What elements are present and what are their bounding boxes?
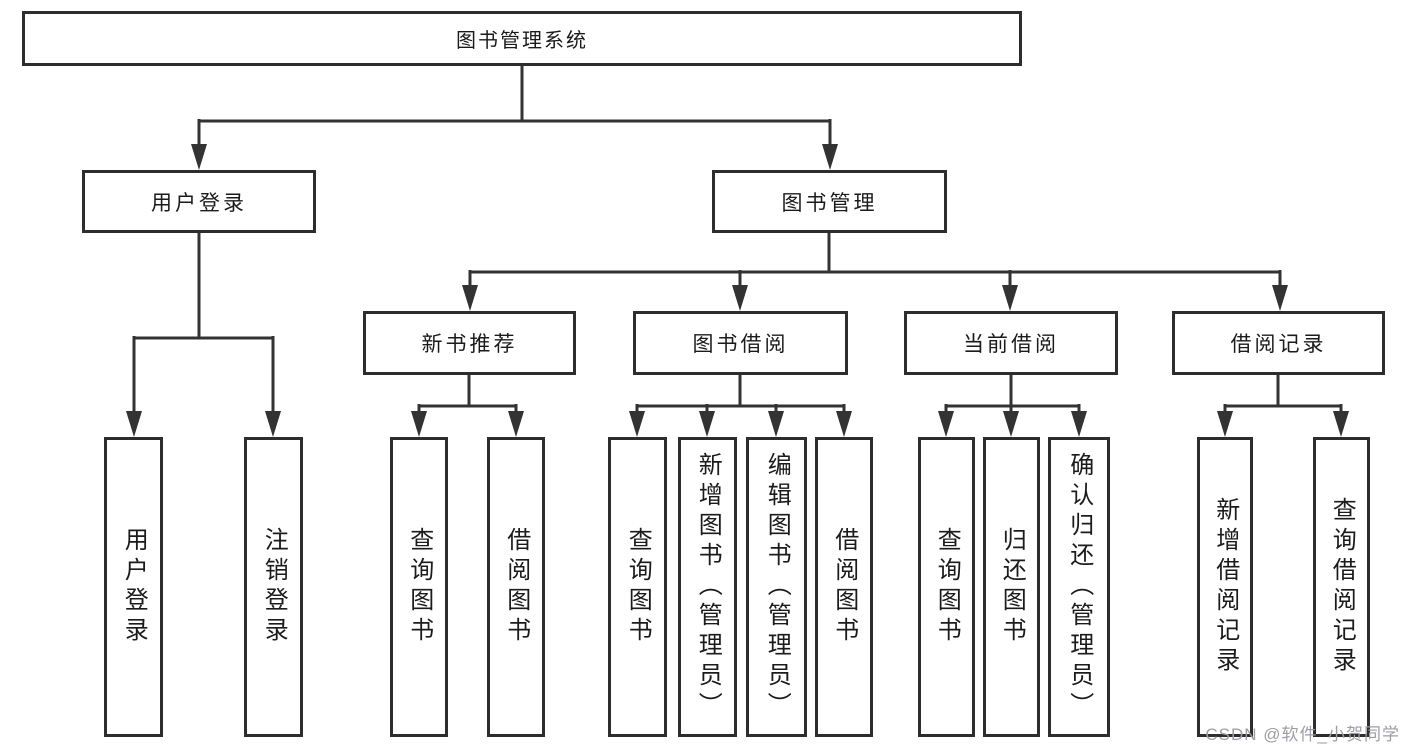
leaf-cb-confirm-return-admin: 确认归还（管理员） xyxy=(1048,437,1110,737)
arrowheads xyxy=(126,144,1349,437)
leaf-nbr-borrow-books: 借阅图书 xyxy=(487,437,545,737)
leaf-bb-add-books-admin: 新增图书（管理员） xyxy=(678,437,737,737)
node-borrowing-records: 借阅记录 xyxy=(1172,311,1385,375)
node-root: 图书管理系统 xyxy=(22,11,1022,66)
leaf-cb-return-books: 归还图书 xyxy=(983,437,1040,737)
leaf-user-login: 用户登录 xyxy=(104,437,163,737)
leaf-bb-borrow-books: 借阅图书 xyxy=(815,437,873,737)
node-user-login: 用户登录 xyxy=(82,170,316,233)
leaf-nbr-query-books: 查询图书 xyxy=(390,437,448,737)
node-book-borrowing: 图书借阅 xyxy=(633,311,848,375)
leaf-bb-query-books: 查询图书 xyxy=(608,437,667,737)
leaf-br-query-record: 查询借阅记录 xyxy=(1313,437,1370,737)
node-current-borrowing: 当前借阅 xyxy=(904,311,1118,375)
leaf-cb-query-books: 查询图书 xyxy=(918,437,975,737)
node-new-book-recommend: 新书推荐 xyxy=(363,311,576,375)
leaf-bb-edit-books-admin: 编辑图书（管理员） xyxy=(746,437,807,737)
leaf-br-add-record: 新增借阅记录 xyxy=(1197,437,1253,737)
node-book-management: 图书管理 xyxy=(712,170,947,233)
csdn-watermark: CSDN @软件_小贺同学 xyxy=(1205,725,1400,744)
leaf-logout: 注销登录 xyxy=(244,437,303,737)
